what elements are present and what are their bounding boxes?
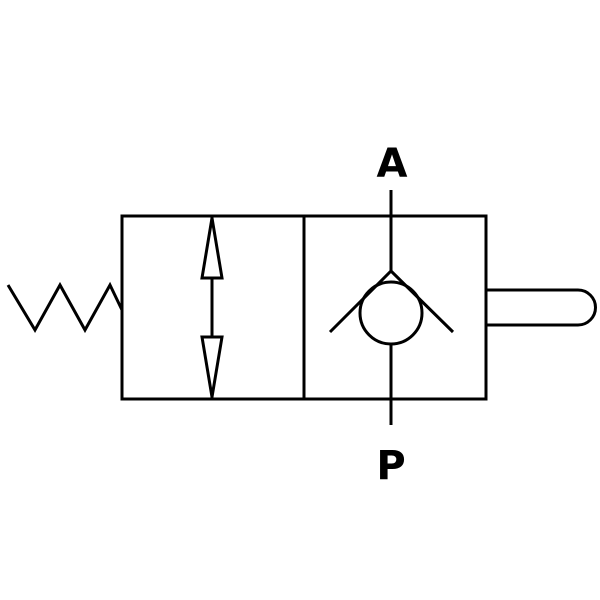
right-envelope [302, 214, 488, 401]
plunger-icon [486, 288, 597, 327]
check-valve-icon [328, 216, 455, 399]
flow-arrow-icon [200, 216, 224, 399]
port-label-p: P [376, 443, 405, 489]
spring-icon [6, 281, 124, 334]
port-label-a: A [377, 141, 408, 187]
